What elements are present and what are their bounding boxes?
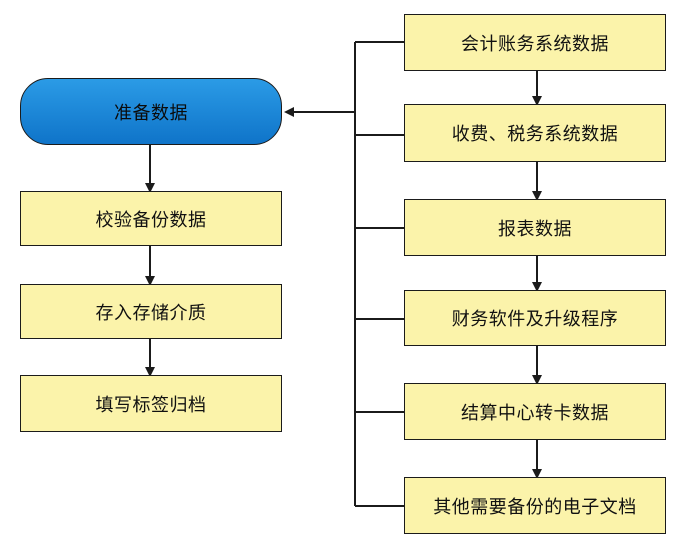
start-node: 准备数据 [20,78,282,145]
left-step-1: 校验备份数据 [20,191,282,246]
right-item-3: 报表数据 [404,199,666,256]
right-item-6: 其他需要备份的电子文档 [404,477,666,534]
left-step-3: 填写标签归档 [20,375,282,432]
right-item-4: 财务软件及升级程序 [404,290,666,346]
right-item-2: 收费、税务系统数据 [404,104,666,162]
right-item-1: 会计账务系统数据 [404,14,666,71]
left-step-2: 存入存储介质 [20,284,282,339]
right-item-5: 结算中心转卡数据 [404,383,666,440]
